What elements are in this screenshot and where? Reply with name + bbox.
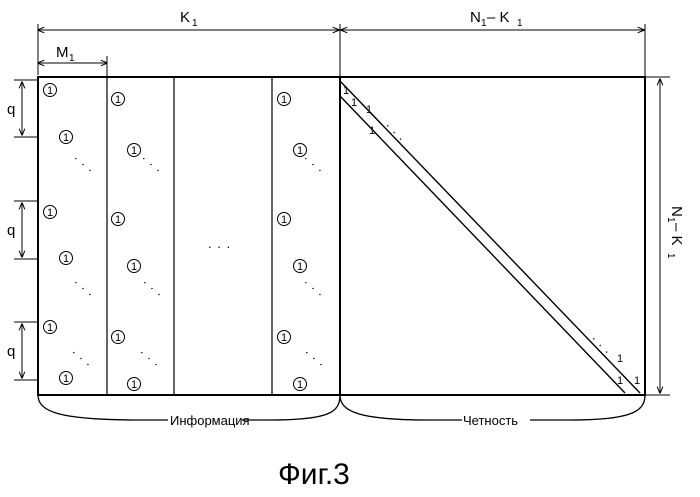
circled-one: 1	[60, 131, 73, 145]
k1-label: K	[180, 9, 190, 26]
brace-left-part	[38, 395, 168, 420]
k1-label-sub: 1	[192, 18, 198, 29]
circled-one-value: 1	[115, 214, 121, 226]
vertical-k1-sub: 1	[665, 253, 676, 259]
diagonal-one-small: 1	[617, 353, 623, 365]
information-brace: Информация	[38, 395, 340, 428]
parity-label: Четность	[463, 413, 518, 428]
circled-one-value: 1	[281, 214, 287, 226]
parity-brace: Четность	[340, 395, 645, 428]
diagonal-one-small: 1	[343, 85, 349, 97]
dot-trail: . . .	[303, 343, 330, 369]
brace-right-part	[242, 395, 340, 420]
circled-one: 1	[278, 213, 291, 227]
dot-trail: . . .	[141, 273, 168, 299]
brace-right-part	[530, 395, 645, 420]
circled-one: 1	[44, 84, 57, 98]
middle-ellipsis: . . .	[208, 236, 231, 251]
vertical-n1-label: N	[668, 206, 685, 217]
circled-one-value: 1	[131, 261, 137, 273]
figure-caption: Фиг.3	[278, 458, 350, 491]
circled-one-value: 1	[115, 332, 121, 344]
circled-one-value: 1	[63, 253, 69, 265]
circled-one-value: 1	[47, 322, 53, 334]
circled-one-value: 1	[47, 85, 53, 97]
diagonal-one-small: 1	[369, 125, 375, 137]
q-dimensions: q q q	[7, 80, 38, 380]
k1-dimension: K 1	[38, 9, 339, 30]
circled-one: 1	[294, 260, 307, 274]
q-label-3: q	[7, 343, 15, 360]
minus-k1-label: – K	[487, 9, 510, 26]
circled-one: 1	[112, 93, 125, 107]
diagonal-dot-trails: . . . . . . . . . . . . . . . . . . . . …	[70, 149, 330, 369]
circled-one: 1	[112, 213, 125, 227]
circled-one-value: 1	[63, 132, 69, 144]
circled-one: 1	[278, 331, 291, 345]
m1-dimension: M 1	[38, 44, 107, 64]
dot-trail: . . .	[138, 343, 165, 369]
vertical-n1-minus-k1-dimension: N 1 – K 1	[645, 77, 685, 395]
diagonal-lower	[340, 96, 625, 393]
circled-one: 1	[128, 260, 141, 274]
brace-left-part	[340, 395, 462, 420]
dot-trail: . . .	[302, 273, 329, 299]
circled-one-value: 1	[297, 145, 303, 157]
minus-k1-label-sub: 1	[517, 18, 523, 29]
diagonal-one-small: 1	[351, 97, 357, 109]
circled-one-value: 1	[115, 94, 121, 106]
q-label-2: q	[7, 222, 15, 239]
n1-label: N	[470, 9, 481, 26]
circled-one-value: 1	[131, 379, 137, 391]
circled-one: 1	[128, 378, 141, 392]
circled-one-value: 1	[281, 332, 287, 344]
q-label-1: q	[7, 101, 15, 118]
n1-minus-k1-dimension: N 1 – K 1	[341, 9, 644, 30]
circled-one: 1	[112, 331, 125, 345]
diagonal-one-small: 1	[366, 104, 372, 116]
circled-one-value: 1	[297, 379, 303, 391]
circled-one-value: 1	[281, 94, 287, 106]
diagonal-dots: . . .	[590, 330, 617, 357]
circled-one-value: 1	[297, 261, 303, 273]
circled-one-value: 1	[131, 145, 137, 157]
m1-label: M	[56, 44, 69, 61]
vertical-minus-k1-label: – K	[668, 223, 685, 246]
circled-one: 1	[60, 372, 73, 386]
circled-one: 1	[128, 144, 141, 158]
circled-one: 1	[44, 206, 57, 220]
diagonal-one-small: 1	[634, 375, 640, 387]
m1-label-sub: 1	[69, 53, 75, 64]
dot-trail: . . .	[72, 273, 99, 299]
diagonal-one-small: 1	[617, 375, 623, 387]
circled-one-value: 1	[63, 373, 69, 385]
circled-one: 1	[278, 93, 291, 107]
circled-one: 1	[60, 252, 73, 266]
dot-trail: . . .	[72, 149, 99, 175]
matrix-frame	[38, 77, 645, 395]
dot-trail: . . .	[140, 149, 167, 175]
circled-one: 1	[294, 378, 307, 392]
dot-trail: . . .	[70, 343, 97, 369]
circled-one-value: 1	[47, 207, 53, 219]
circled-one: 1	[294, 144, 307, 158]
information-label: Информация	[170, 413, 250, 428]
diagonal-dots: . . .	[384, 117, 411, 144]
circled-one: 1	[44, 321, 57, 335]
parity-double-diagonal: . . . . . . 1 1 1 1 1 1 1	[340, 81, 640, 393]
